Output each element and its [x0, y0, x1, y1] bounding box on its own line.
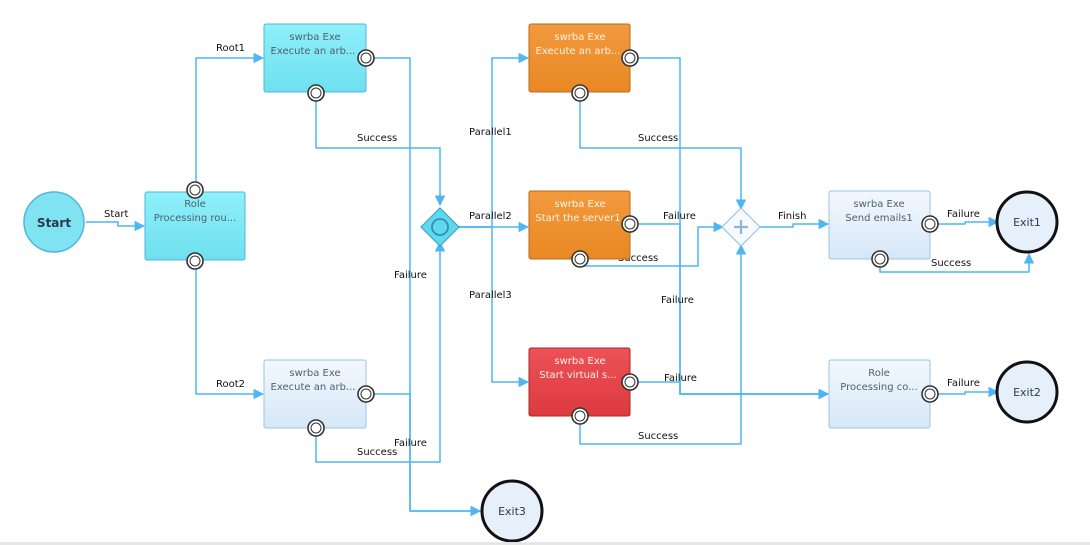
- port-p2-bottom[interactable]: [571, 250, 589, 268]
- edge-parallel1[interactable]: [458, 52, 530, 228]
- edge-label-parallel3: Parallel3: [469, 290, 512, 301]
- edge-label-failure-role-co: Failure: [947, 378, 980, 389]
- edge-label-success-root1: Success: [357, 133, 397, 144]
- task-title: swrba Exe: [289, 368, 340, 379]
- edge-label-success-root2: Success: [357, 447, 397, 458]
- task-subtitle: Processing co...: [840, 382, 918, 393]
- start-label: Start: [37, 216, 71, 230]
- edge-failure-p2[interactable]: [632, 223, 830, 400]
- task-subtitle: Processing rou...: [154, 213, 236, 224]
- exit1-node[interactable]: Exit1: [995, 190, 1059, 254]
- task-subtitle: Execute an arb...: [536, 46, 621, 57]
- edges: [86, 52, 1035, 517]
- task-subtitle: Execute an arb...: [271, 382, 356, 393]
- exit1-label: Exit1: [1013, 216, 1041, 229]
- exit2-node[interactable]: Exit2: [995, 360, 1059, 424]
- task-exe-p1[interactable]: swrba Exe Execute an arb...: [528, 23, 631, 93]
- task-title: swrba Exe: [554, 32, 605, 43]
- task-title: swrba Exe: [554, 199, 605, 210]
- task-subtitle: Start the server1: [535, 213, 620, 224]
- edge-root2[interactable]: [195, 261, 265, 400]
- exit2-label: Exit2: [1013, 386, 1041, 399]
- edge-label-failure-root1: Failure: [394, 270, 427, 281]
- edge-label-root2: Root2: [216, 379, 245, 390]
- edge-label-finish: Finish: [778, 211, 806, 222]
- port-p3-right[interactable]: [621, 373, 639, 391]
- task-title: swrba Exe: [853, 199, 904, 210]
- task-subtitle: Start virtual s...: [539, 370, 617, 381]
- task-role-main[interactable]: Role Processing rou...: [144, 191, 246, 261]
- port-root1-right[interactable]: [357, 49, 375, 67]
- exit3-label: Exit3: [498, 505, 526, 518]
- task-title: Role: [184, 199, 206, 210]
- gateway-circle-icon: [431, 218, 449, 236]
- edge-root1[interactable]: [195, 52, 265, 190]
- edge-label-failure-root2: Failure: [394, 438, 427, 449]
- edge-label-parallel2: Parallel2: [469, 211, 512, 222]
- task-exe-p2[interactable]: swrba Exe Start the server1: [528, 190, 631, 260]
- task-exe-root2[interactable]: swrba Exe Execute an arb...: [263, 359, 367, 429]
- exit3-node[interactable]: Exit3: [480, 479, 544, 543]
- task-subtitle: Execute an arb...: [271, 46, 356, 57]
- task-exe-root1[interactable]: swrba Exe Execute an arb...: [263, 23, 367, 93]
- edge-label-success-email: Success: [931, 258, 971, 269]
- edge-label-start: Start: [104, 209, 129, 220]
- port-role-bottom[interactable]: [186, 252, 204, 270]
- ports: [186, 49, 939, 437]
- edge-success-root2[interactable]: [315, 240, 446, 463]
- edge-labels: Start Root1 Root2 Success Failure Succes…: [104, 43, 980, 458]
- edge-success-p1[interactable]: [579, 93, 747, 211]
- port-role-top[interactable]: [186, 181, 204, 199]
- task-title: swrba Exe: [554, 356, 605, 367]
- edge-label-parallel1: Parallel1: [469, 127, 512, 138]
- edge-failure-role-co[interactable]: [930, 386, 1000, 398]
- task-subtitle: Send emails1: [845, 213, 913, 224]
- port-p2-right[interactable]: [621, 215, 639, 233]
- task-role-co[interactable]: Role Processing co...: [828, 359, 931, 429]
- port-p1-right[interactable]: [621, 49, 639, 67]
- edge-label-failure-email: Failure: [947, 209, 980, 220]
- port-root2-bottom[interactable]: [307, 419, 325, 437]
- edge-start[interactable]: [86, 220, 146, 232]
- port-role-co-right[interactable]: [921, 385, 939, 403]
- edge-label-failure-p3: Failure: [664, 373, 697, 384]
- edge-finish[interactable]: [759, 218, 830, 230]
- edge-failure-root2[interactable]: [368, 393, 482, 517]
- edge-success-p3[interactable]: [579, 243, 747, 445]
- parallel-split-gateway[interactable]: [420, 207, 460, 247]
- port-p1-bottom[interactable]: [571, 84, 589, 102]
- edge-failure-email[interactable]: [930, 216, 1000, 228]
- start-node[interactable]: Start: [23, 191, 85, 253]
- task-exe-email[interactable]: swrba Exe Send emails1: [828, 190, 931, 260]
- edge-failure-p3[interactable]: [632, 381, 830, 400]
- edge-success-root1[interactable]: [315, 94, 446, 207]
- port-root1-bottom[interactable]: [307, 84, 325, 102]
- edge-label-success-p3: Success: [638, 431, 678, 442]
- port-root2-right[interactable]: [357, 385, 375, 403]
- edge-parallel3[interactable]: [458, 226, 530, 388]
- parallel-join-gateway[interactable]: [721, 207, 761, 247]
- task-title: swrba Exe: [289, 32, 340, 43]
- edge-label-failure-p1: Failure: [661, 295, 694, 306]
- edge-label-root1: Root1: [216, 43, 245, 54]
- bottom-divider: [0, 542, 1090, 545]
- edge-label-success-p2: Success: [618, 253, 658, 264]
- task-title: Role: [868, 368, 890, 379]
- edge-label-success-p1: Success: [638, 133, 678, 144]
- port-email-right[interactable]: [921, 215, 939, 233]
- port-p3-bottom[interactable]: [571, 407, 589, 425]
- port-email-bottom[interactable]: [871, 250, 889, 268]
- task-exe-p3[interactable]: swrba Exe Start virtual s...: [528, 347, 631, 417]
- plus-icon: [734, 220, 748, 234]
- edge-label-failure-p2: Failure: [663, 211, 696, 222]
